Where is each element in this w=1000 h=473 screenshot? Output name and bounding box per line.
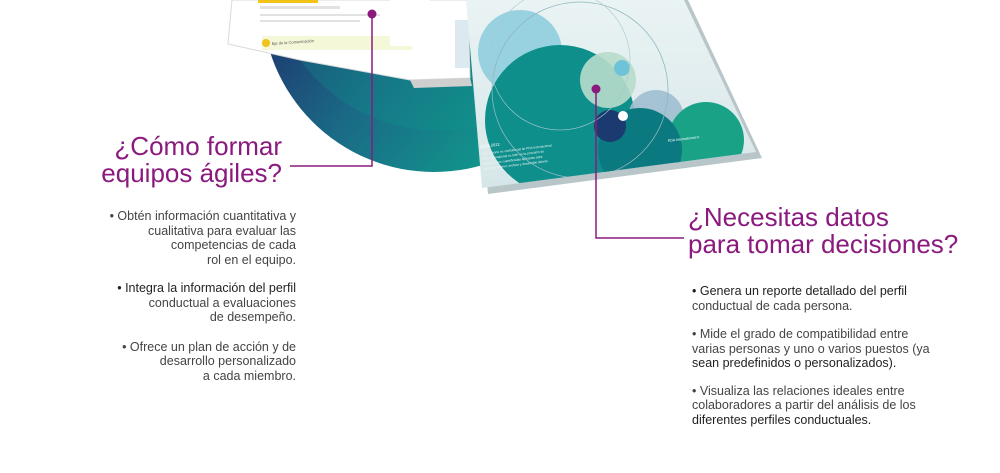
connector-right bbox=[595, 89, 684, 239]
left-bullet-3: • Ofrece un plan de acción y de desarrol… bbox=[40, 340, 296, 384]
left-heading-line1: ¿Cómo formar bbox=[114, 131, 282, 161]
right-heading-line1: ¿Necesitas datos bbox=[688, 202, 889, 232]
svg-text:PDA International es líder en: PDA International es líder en la provisi… bbox=[482, 149, 544, 161]
booklet-left-page bbox=[227, 0, 472, 88]
left-bullet-list: • Obtén información cuantitativa y cuali… bbox=[40, 209, 296, 383]
left-heading-line2: equipos ágiles? bbox=[101, 158, 282, 188]
booklet-cover bbox=[466, 0, 762, 194]
left-bullet-2: • Integra la información del perfil cond… bbox=[40, 281, 296, 325]
svg-text:evaluaciones cuantificadas apl: evaluaciones cuantificadas aplicadas par… bbox=[483, 155, 543, 166]
text-line: rol en el equipo. bbox=[207, 252, 296, 267]
right-bullet-3: • Visualiza las relaciones ideales entre… bbox=[692, 384, 977, 428]
text-line: a cada miembro. bbox=[202, 368, 296, 383]
text-line: sean predefinidos o personalizados). bbox=[692, 356, 897, 370]
text-line: conductual a evaluaciones bbox=[148, 295, 296, 310]
right-heading: ¿Necesitas datos para tomar decisiones? bbox=[688, 204, 978, 258]
text-line: • Genera un reporte detallado del perfil bbox=[692, 284, 907, 298]
right-bullet-1: • Genera un reporte detallado del perfil… bbox=[692, 284, 977, 313]
text-line: • Obtén información cuantitativa y bbox=[109, 209, 296, 223]
left-heading: ¿Cómo formar equipos ágiles? bbox=[60, 133, 282, 187]
cover-date: 15.06.2022 bbox=[480, 141, 501, 148]
text-line: • Visualiza las relaciones ideales entre bbox=[692, 383, 905, 398]
svg-text:ayudarte retener, motivar y de: ayudarte retener, motivar y desarrollar … bbox=[483, 159, 548, 171]
text-line: competencias de cada bbox=[170, 238, 296, 252]
right-bullet-2: • Mide el grado de compatibilidad entre … bbox=[692, 327, 977, 371]
left-page-label: Eje de la Comunicación bbox=[272, 38, 314, 46]
left-bullet-1: • Obtén información cuantitativa y cuali… bbox=[40, 209, 296, 267]
right-heading-line2: para tomar decisiones? bbox=[688, 229, 959, 259]
connector-left bbox=[290, 14, 373, 167]
text-line: • Integra la información del perfil bbox=[117, 281, 296, 295]
text-line: cualitativa para evaluar las bbox=[148, 223, 296, 238]
text-line: varias personas y uno o varios puestos (… bbox=[692, 341, 930, 356]
connector-left-dot bbox=[367, 9, 377, 19]
text-line: diferentes perfiles conductuales. bbox=[692, 412, 872, 427]
connector-right-dot bbox=[591, 84, 601, 94]
cover-brand: PDA International ® bbox=[668, 135, 700, 143]
text-line: desarrollo personalizado bbox=[159, 354, 296, 368]
text-line: de desempeño. bbox=[209, 310, 296, 324]
text-line: • Mide el grado de compatibilidad entre bbox=[692, 327, 909, 341]
text-line: colaboradores a partir del análisis de l… bbox=[692, 398, 916, 412]
text-line: conductual de cada persona. bbox=[692, 298, 853, 313]
text-line: • Ofrece un plan de acción y de bbox=[122, 339, 296, 354]
right-bullet-list: • Genera un reporte detallado del perfil… bbox=[692, 284, 977, 427]
